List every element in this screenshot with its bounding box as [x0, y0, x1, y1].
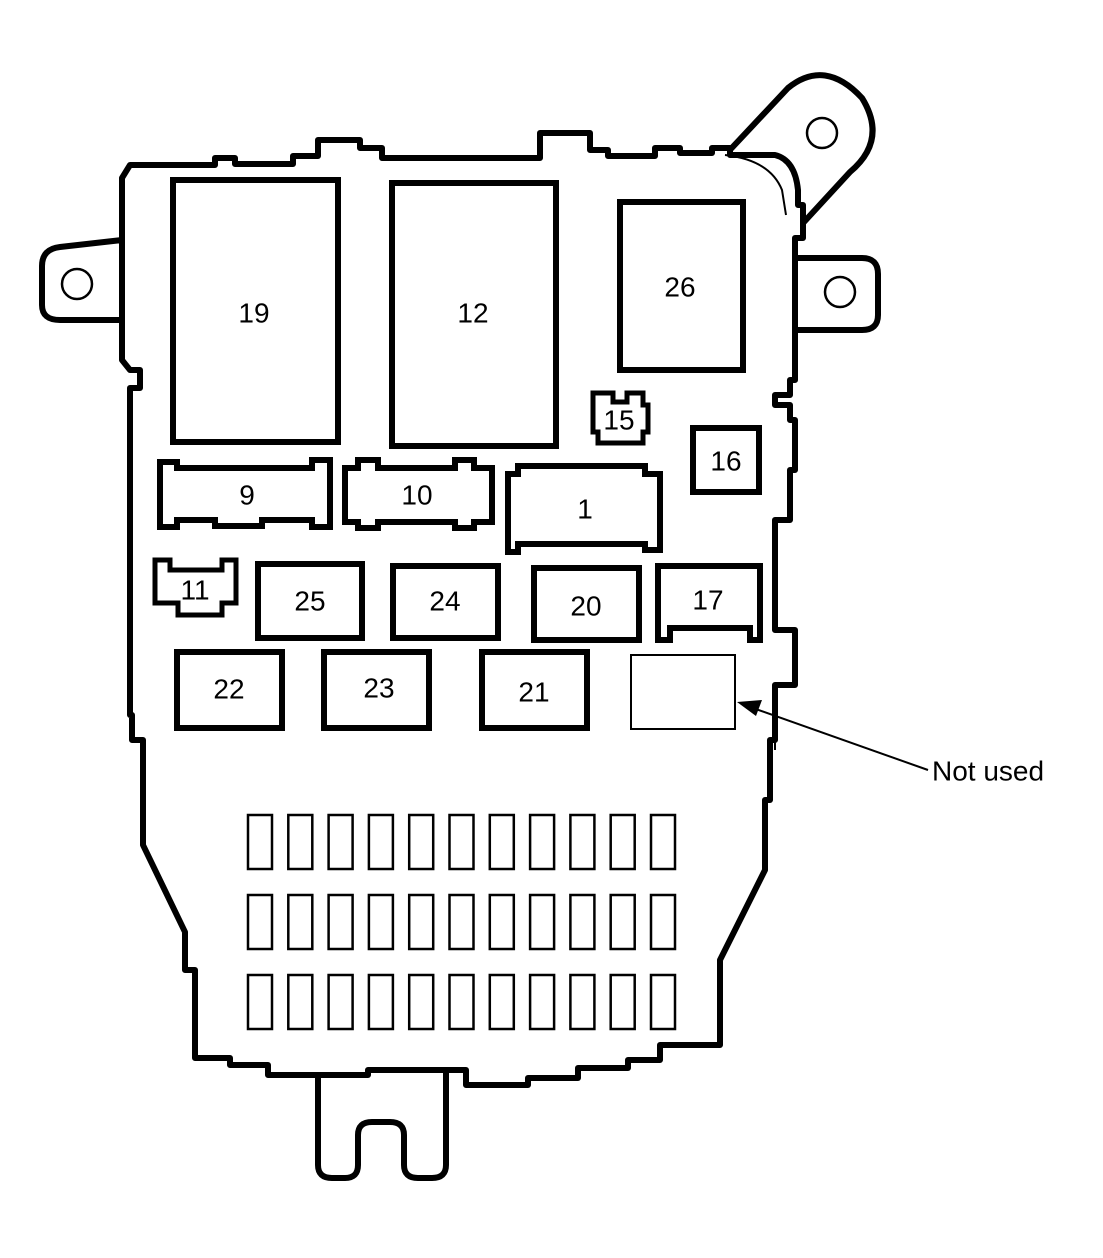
- fuse-25-label: 25: [294, 586, 325, 617]
- connector-pin: [528, 893, 556, 951]
- fuse-1-label: 1: [577, 494, 593, 525]
- fuse-9-label: 9: [239, 480, 255, 511]
- fuse-15-label: 15: [603, 405, 634, 436]
- fuse-19-label: 19: [238, 298, 269, 329]
- connector-pin: [528, 973, 556, 1031]
- connector-pin: [448, 973, 475, 1031]
- connector-pin: [246, 813, 274, 871]
- connector-pin-grid: [246, 813, 677, 1031]
- connector-pin: [327, 813, 354, 871]
- fuse-17-label: 17: [692, 585, 723, 616]
- fuse-16-label: 16: [710, 446, 741, 477]
- connector-pin: [287, 893, 314, 951]
- housing-inner-detail-right: [724, 154, 787, 216]
- fuse-11: 11: [152, 557, 239, 618]
- fuse-21-label: 21: [518, 677, 549, 708]
- connector-pin: [649, 893, 677, 951]
- connector-pin: [569, 893, 596, 951]
- connector-pin: [569, 973, 596, 1031]
- fuse-12-label: 12: [457, 298, 488, 329]
- fuse-21: 21: [479, 649, 590, 731]
- connector-pin: [407, 813, 435, 871]
- fuse-10-label: 10: [401, 480, 432, 511]
- fuse-20: 20: [531, 565, 642, 643]
- fuse-20-label: 20: [570, 591, 601, 622]
- connector-pin: [649, 973, 677, 1031]
- connector-pin: [407, 893, 435, 951]
- fuse-23-label: 23: [363, 673, 394, 704]
- not-used-label: Not used: [932, 756, 1044, 787]
- connector-pin: [287, 813, 314, 871]
- connector-pin: [448, 893, 475, 951]
- fuse-16: 16: [690, 425, 762, 495]
- fuse-1: 1: [505, 463, 663, 555]
- connector-pin: [287, 973, 314, 1031]
- connector-pin: [367, 893, 395, 951]
- fuse-22-label: 22: [213, 674, 244, 705]
- connector-pin: [609, 973, 636, 1031]
- connector-pin: [569, 813, 596, 871]
- fuse-9: 9: [157, 457, 333, 530]
- mounting-hole-left: [60, 267, 94, 301]
- connector-pin: [367, 973, 395, 1031]
- mounting-tab-bottom: [315, 1062, 449, 1181]
- not-used-callout-arrow: [737, 700, 929, 771]
- fuse-12: 12: [389, 180, 559, 449]
- fuse-24-label: 24: [429, 586, 460, 617]
- connector-pin: [407, 973, 435, 1031]
- fuse-11-label: 11: [180, 575, 209, 606]
- mounting-ear-top-right: [725, 72, 876, 225]
- fuse-24: 24: [390, 563, 501, 641]
- connector-pin: [246, 973, 274, 1031]
- fuse-17: 17: [655, 563, 763, 643]
- connector-pin: [609, 813, 636, 871]
- connector-pin: [327, 973, 354, 1031]
- mounting-hole-top-right: [805, 116, 839, 150]
- connector-pin: [528, 813, 556, 871]
- fuse-26-label: 26: [664, 272, 695, 303]
- fuse-26: 26: [617, 199, 746, 373]
- connector-pin: [649, 813, 677, 871]
- fuse-19: 19: [170, 177, 341, 445]
- fuse-22: 22: [174, 649, 285, 731]
- unused-fuse-slot: [630, 654, 736, 730]
- connector-pin: [367, 813, 395, 871]
- fuse-15: 15: [590, 390, 651, 446]
- connector-pin: [448, 813, 475, 871]
- connector-pin: [327, 893, 354, 951]
- fuse-10: 10: [342, 457, 495, 531]
- connector-pin: [488, 813, 516, 871]
- fuse-23: 23: [321, 649, 432, 731]
- fuse-25: 25: [255, 561, 365, 641]
- connector-pin: [246, 893, 274, 951]
- connector-pin: [488, 973, 516, 1031]
- mounting-hole-right: [823, 275, 857, 309]
- connector-pin: [488, 893, 516, 951]
- connector-pin: [609, 893, 636, 951]
